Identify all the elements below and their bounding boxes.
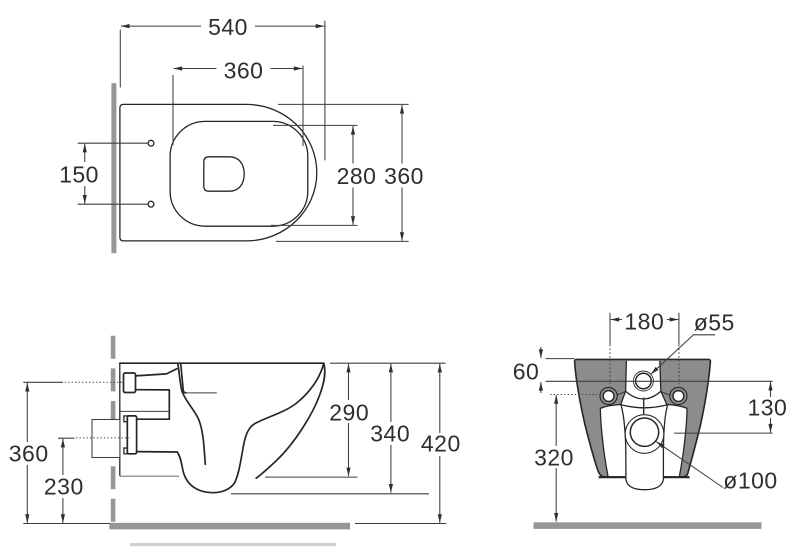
svg-text:320: 320 — [534, 445, 574, 471]
svg-text:290: 290 — [329, 399, 369, 425]
svg-text:280: 280 — [337, 163, 377, 189]
svg-text:360: 360 — [9, 441, 49, 467]
svg-text:340: 340 — [370, 421, 410, 447]
svg-text:540: 540 — [208, 14, 248, 40]
svg-text:180: 180 — [624, 308, 664, 334]
svg-text:360: 360 — [384, 163, 424, 189]
svg-text:60: 60 — [513, 359, 540, 385]
svg-text:ø100: ø100 — [723, 467, 777, 493]
svg-text:230: 230 — [44, 474, 84, 500]
svg-text:420: 420 — [421, 431, 461, 457]
svg-text:130: 130 — [747, 395, 787, 421]
svg-text:360: 360 — [224, 58, 264, 84]
svg-text:ø55: ø55 — [694, 310, 735, 336]
svg-text:150: 150 — [59, 162, 99, 188]
